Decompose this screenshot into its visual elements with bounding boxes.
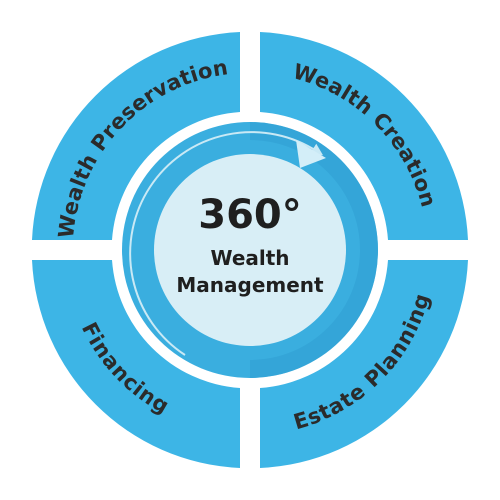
segment-wealth-creation [260, 32, 468, 240]
center-subtitle-line1: Wealth [210, 246, 289, 270]
ring-swirl-shade [250, 122, 378, 378]
cycle-arrowhead-icon [296, 140, 326, 168]
center-disc [154, 154, 346, 346]
center-title: 360° [198, 192, 302, 238]
segment-estate-planning [260, 260, 468, 468]
center-subtitle-line2: Management [176, 273, 324, 297]
cycle-arrow [129, 131, 324, 356]
segment-financing [32, 260, 240, 468]
segment-wealth-preservation [32, 32, 240, 240]
